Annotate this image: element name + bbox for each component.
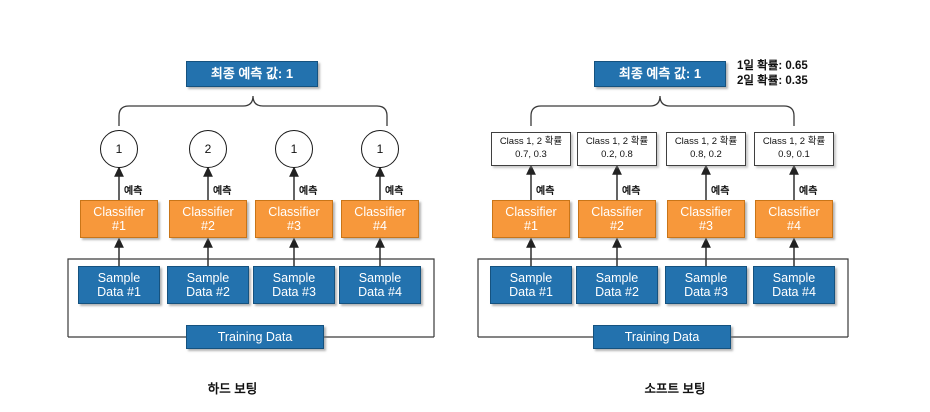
sample-index: Data #1 [509,285,553,299]
class-probability-header: Class 1, 2 확률 [762,136,826,148]
class-probability-values: 0.2, 0.8 [601,149,633,160]
sample-title: Sample [509,271,553,285]
sample-index: Data #4 [772,285,816,299]
class-probability-header: Class 1, 2 확률 [499,136,563,148]
classifier-title: Classifier [505,205,557,219]
sample-title: Sample [97,271,141,285]
classifier-title: Classifier [268,205,320,219]
class-probability-header: Class 1, 2 확률 [674,136,738,148]
prediction-arrow-label-4: 예측 [385,186,404,197]
probability-note-line-1: 1일 확률: 0.65 [737,60,808,72]
final-prediction-box: 최종 예측 값: 1 [594,61,726,87]
classifier-title: Classifier [354,205,406,219]
prediction-circle-4: 1 [361,130,399,168]
classifier-box-1: Classifier #1 [492,200,570,238]
sample-index: Data #1 [97,285,141,299]
classifier-index: #3 [699,219,713,233]
class-probability-box-2: Class 1, 2 확률 0.2, 0.8 [577,132,657,166]
sample-data-box-3: Sample Data #3 [665,266,747,304]
classifier-box-4: Classifier #4 [341,200,419,238]
classifier-title: Classifier [680,205,732,219]
prediction-arrow-label-1: 예측 [536,186,555,197]
sample-title: Sample [358,271,402,285]
sample-index: Data #2 [595,285,639,299]
probability-note: 1일 확률: 0.65 2일 확률: 0.35 [737,59,808,89]
prediction-arrow-label-2: 예측 [213,186,232,197]
sample-data-box-2: Sample Data #2 [576,266,658,304]
classifier-box-1: Classifier #1 [80,200,158,238]
classifier-title: Classifier [182,205,234,219]
classifier-index: #3 [287,219,301,233]
sample-title: Sample [272,271,316,285]
hard-voting-caption: 하드 보팅 [207,382,258,396]
prediction-circle-3: 1 [275,130,313,168]
class-probability-values: 0.9, 0.1 [778,149,810,160]
training-data-label: Training Data [624,330,700,344]
classifier-index: #4 [373,219,387,233]
sample-data-box-4: Sample Data #4 [339,266,421,304]
sample-data-box-1: Sample Data #1 [78,266,160,304]
prediction-arrow-label-2: 예측 [622,186,641,197]
class-probability-box-4: Class 1, 2 확률 0.9, 0.1 [754,132,834,166]
classifier-index: #2 [201,219,215,233]
sample-data-box-1: Sample Data #1 [490,266,572,304]
sample-title: Sample [595,271,639,285]
classifier-box-3: Classifier #3 [667,200,745,238]
sample-index: Data #4 [358,285,402,299]
sample-data-box-4: Sample Data #4 [753,266,835,304]
prediction-circle-1: 1 [100,130,138,168]
sample-index: Data #3 [684,285,728,299]
prediction-arrow-label-3: 예측 [711,186,730,197]
classifier-box-4: Classifier #4 [755,200,833,238]
prediction-arrow-label-1: 예측 [124,186,143,197]
probability-note-line-2: 2일 확률: 0.35 [737,75,808,88]
classifier-index: #1 [112,219,126,233]
final-prediction-box: 최종 예측 값: 1 [186,61,318,87]
final-prediction-label: 최종 예측 값: 1 [210,65,294,81]
sample-index: Data #3 [272,285,316,299]
classifier-box-3: Classifier #3 [255,200,333,238]
classifier-title: Classifier [768,205,820,219]
sample-index: Data #2 [186,285,230,299]
prediction-value: 1 [376,142,384,156]
training-data-box: Training Data [593,325,731,349]
prediction-value: 1 [115,142,123,156]
final-prediction-label: 최종 예측 값: 1 [618,65,702,81]
hard-voting-diagram: 최종 예측 값: 1 1 2 1 1 예측 예측 예측 예측 Classifie… [67,61,435,396]
soft-voting-caption: 소프트 보팅 [644,382,706,396]
classifier-box-2: Classifier #2 [578,200,656,238]
prediction-value: 2 [204,142,212,156]
classifier-title: Classifier [93,205,145,219]
classifier-title: Classifier [591,205,643,219]
classifier-index: #1 [524,219,538,233]
soft-voting-diagram: 최종 예측 값: 1 1일 확률: 0.65 2일 확률: 0.35 Class… [465,0,930,412]
class-probability-header: Class 1, 2 확률 [585,136,649,148]
training-data-label: Training Data [217,330,293,344]
class-probability-box-1: Class 1, 2 확률 0.7, 0.3 [491,132,571,166]
class-probability-values: 0.7, 0.3 [515,149,547,160]
class-probability-box-3: Class 1, 2 확률 0.8, 0.2 [666,132,746,166]
sample-title: Sample [684,271,728,285]
prediction-value: 1 [290,142,298,156]
prediction-circle-2: 2 [189,130,227,168]
classifier-box-2: Classifier #2 [169,200,247,238]
classifier-index: #4 [787,219,801,233]
prediction-arrow-label-3: 예측 [299,186,318,197]
classifier-index: #2 [610,219,624,233]
sample-title: Sample [772,271,816,285]
sample-title: Sample [186,271,230,285]
prediction-arrow-label-4: 예측 [799,186,818,197]
sample-data-box-2: Sample Data #2 [167,266,249,304]
class-probability-values: 0.8, 0.2 [690,149,722,160]
sample-data-box-3: Sample Data #3 [253,266,335,304]
training-data-box: Training Data [186,325,324,349]
